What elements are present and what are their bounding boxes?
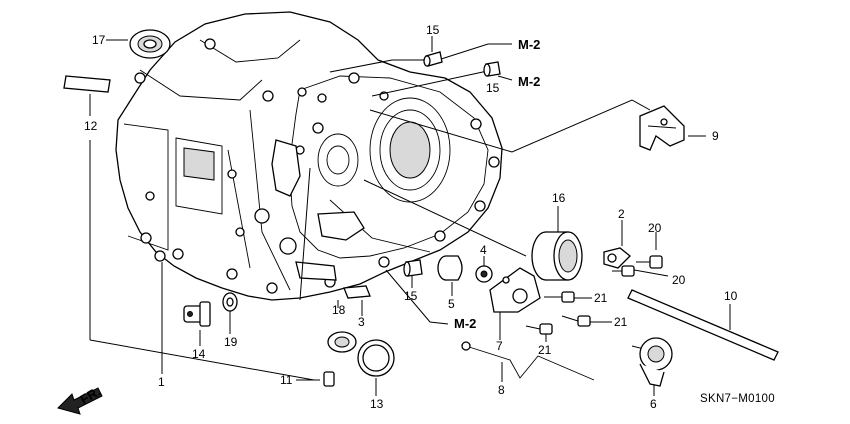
label-13: 13 — [370, 397, 384, 411]
part-15-dowel-pin-lower — [403, 259, 423, 277]
part-18-cover — [343, 285, 371, 299]
label-21-c: 21 — [538, 343, 552, 357]
part-8-wire — [461, 341, 595, 381]
ref-m2-upper: M-2 — [518, 74, 540, 89]
label-15-lower: 15 — [404, 289, 418, 303]
label-4: 4 — [480, 243, 487, 257]
label-8: 8 — [498, 383, 505, 397]
part-4-gear — [475, 265, 493, 283]
part-13-o-ring — [357, 339, 395, 377]
label-21-b: 21 — [614, 315, 628, 329]
part-9-shift-bracket — [639, 105, 685, 151]
clutch-housing — [115, 11, 503, 301]
part-21-bolt-b — [561, 315, 591, 327]
label-15-upper: 15 — [486, 81, 500, 95]
label-1: 1 — [158, 375, 165, 389]
label-11: 11 — [280, 373, 293, 387]
part-17-oil-seal — [129, 29, 171, 59]
label-6: 6 — [650, 397, 657, 411]
part-16-bearing — [531, 231, 583, 281]
ref-m2-lower: M-2 — [454, 316, 476, 331]
part-15-dowel-pin-upper — [483, 61, 501, 77]
part-3-seal — [327, 331, 357, 353]
label-20-upper: 20 — [648, 221, 662, 235]
leader-lines — [89, 36, 731, 396]
label-18: 18 — [332, 303, 346, 317]
part-12-label-plate — [63, 75, 111, 93]
label-21-a: 21 — [594, 291, 608, 305]
label-2: 2 — [618, 207, 625, 221]
diagram-code: SKN7−M0100 — [700, 393, 775, 405]
label-3: 3 — [358, 315, 365, 329]
label-7: 7 — [496, 339, 503, 353]
label-9: 9 — [712, 129, 719, 143]
label-16: 16 — [552, 191, 566, 205]
part-19-washer — [222, 292, 238, 312]
part-5-sleeve — [437, 255, 463, 281]
part-20-bolt-upper — [636, 255, 663, 269]
part-2-plate — [603, 247, 631, 269]
ref-m2-top: M-2 — [518, 37, 540, 52]
label-5: 5 — [448, 297, 455, 311]
part-20-bolt-lower — [612, 265, 635, 277]
part-10-rod — [627, 289, 779, 361]
part-6-gear-shaft — [631, 337, 673, 387]
part-15-dowel-pin-top — [423, 51, 443, 67]
part-21-bolt-a — [544, 291, 575, 303]
label-17: 17 — [92, 33, 106, 47]
part-14-drain-bolt — [183, 301, 211, 327]
part-11-plug — [323, 371, 335, 387]
label-12: 12 — [84, 119, 98, 133]
part-7-bracket — [489, 267, 541, 313]
front-arrow-icon — [57, 387, 103, 415]
part-21-bolt-c — [525, 323, 553, 335]
label-10: 10 — [724, 289, 738, 303]
label-15-top: 15 — [426, 23, 440, 37]
label-14: 14 — [192, 347, 206, 361]
label-19: 19 — [224, 335, 238, 349]
label-20-lower: 20 — [672, 273, 686, 287]
